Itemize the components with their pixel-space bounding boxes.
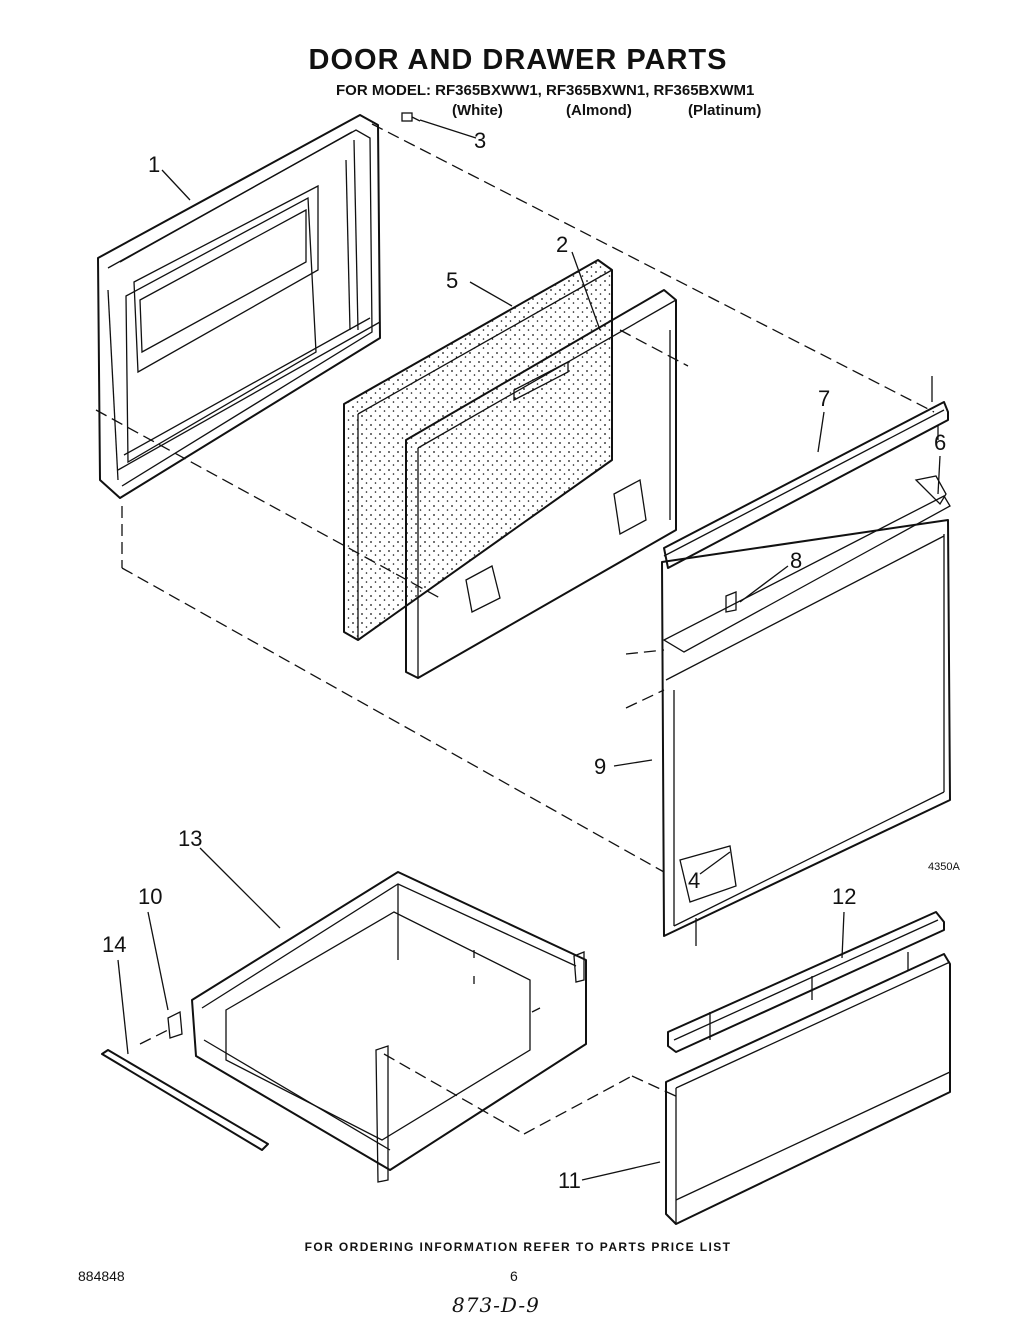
color-almond: (Almond) [566, 102, 632, 119]
callout-9: 9 [594, 754, 606, 779]
callout-13: 13 [178, 826, 202, 851]
outer-door-panel [97, 114, 381, 499]
callout-3: 3 [474, 128, 486, 153]
callout-12: 12 [832, 884, 856, 909]
color-white: (White) [452, 102, 503, 119]
leader-lines [117, 119, 941, 1181]
drawer-front-panel [665, 953, 951, 1225]
document-number: 884848 [78, 1268, 125, 1284]
page-title: DOOR AND DRAWER PARTS [308, 44, 728, 76]
model-line: FOR MODEL: RF365BXWW1, RF365BXWN1, RF365… [336, 82, 755, 99]
ordering-info: FOR ORDERING INFORMATION REFER TO PARTS … [304, 1240, 732, 1254]
alignment-lines [95, 123, 935, 1135]
inner-door-panel [405, 289, 677, 679]
callout-2: 2 [556, 232, 568, 257]
drawer-trim [667, 911, 945, 1053]
door-insulation [343, 259, 613, 641]
figure-code: 4350A [928, 861, 960, 873]
oven-door-glass-frame [661, 475, 951, 946]
callout-7: 7 [818, 386, 830, 411]
drawer-rail [101, 1049, 269, 1151]
handwritten-note: 873-D-9 [452, 1293, 540, 1317]
door-top-trim [663, 376, 949, 569]
callout-10: 10 [138, 884, 162, 909]
door-screw [401, 112, 421, 122]
callout-8: 8 [790, 548, 802, 573]
callout-11: 11 [558, 1168, 581, 1193]
callout-14: 14 [102, 932, 126, 957]
callout-5: 5 [446, 268, 458, 293]
page-number: 6 [510, 1268, 518, 1284]
storage-drawer [167, 871, 587, 1183]
callout-6: 6 [934, 430, 946, 455]
callout-1: 1 [148, 152, 160, 177]
color-platinum: (Platinum) [688, 102, 762, 119]
callout-4: 4 [688, 868, 700, 893]
